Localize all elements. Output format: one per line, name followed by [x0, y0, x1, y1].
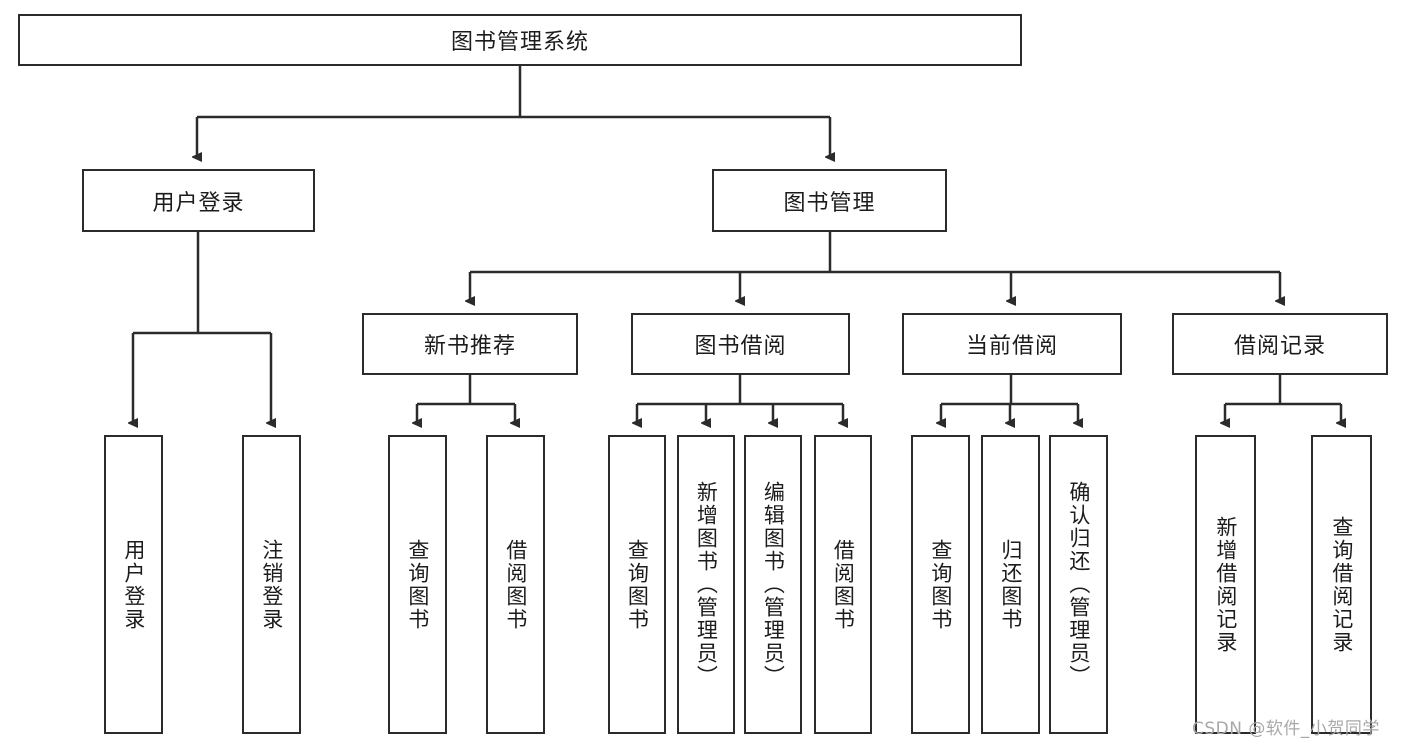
node-label: 借阅记录: [1233, 334, 1326, 359]
node-book-management[interactable]: 图书管理: [712, 169, 947, 232]
node-label: 注销登录: [259, 538, 284, 631]
node-label: 图书管理: [783, 190, 876, 216]
leaf-current-borrow-return[interactable]: 归还图书: [981, 435, 1040, 734]
leaf-book-borrow-edit[interactable]: 编辑图书（管理员）: [744, 435, 802, 734]
leaf-current-borrow-confirm-return[interactable]: 确认归还（管理员）: [1049, 435, 1108, 734]
leaf-user-login-signin[interactable]: 用户登录: [104, 435, 163, 734]
node-label: 借阅图书: [503, 538, 528, 631]
node-label: 用户登录: [121, 538, 146, 631]
node-label: 新增图书（管理员）: [694, 481, 719, 688]
node-label: 查询图书: [928, 538, 953, 631]
leaf-borrow-record-query[interactable]: 查询借阅记录: [1311, 435, 1372, 734]
node-label: 新增借阅记录: [1213, 515, 1238, 654]
node-label: 用户登录: [152, 190, 245, 216]
leaf-user-login-signout[interactable]: 注销登录: [242, 435, 301, 734]
node-label: 归还图书: [998, 538, 1023, 631]
node-book-borrow[interactable]: 图书借阅: [631, 313, 850, 375]
leaf-current-borrow-query[interactable]: 查询图书: [911, 435, 970, 734]
node-current-borrow[interactable]: 当前借阅: [902, 313, 1122, 375]
node-label: 确认归还（管理员）: [1066, 481, 1091, 688]
csdn-watermark: CSDN @软件_小贺同学: [1192, 719, 1380, 739]
node-label: 查询借阅记录: [1329, 515, 1354, 654]
node-label: 图书管理系统: [450, 30, 589, 55]
node-label: 编辑图书（管理员）: [761, 481, 786, 688]
leaf-book-borrow-borrow[interactable]: 借阅图书: [814, 435, 872, 734]
node-label: 图书借阅: [694, 334, 787, 359]
node-user-login[interactable]: 用户登录: [82, 169, 315, 232]
leaf-new-book-query[interactable]: 查询图书: [388, 435, 447, 734]
node-label: 查询图书: [405, 538, 430, 631]
leaf-book-borrow-add[interactable]: 新增图书（管理员）: [677, 435, 735, 734]
leaf-borrow-record-add[interactable]: 新增借阅记录: [1195, 435, 1256, 734]
node-label: 查询图书: [625, 538, 650, 631]
node-root-book-management-system[interactable]: 图书管理系统: [18, 14, 1022, 66]
node-label: 新书推荐: [423, 334, 516, 359]
node-borrow-record[interactable]: 借阅记录: [1172, 313, 1388, 375]
node-label: 当前借阅: [965, 334, 1058, 359]
node-label: 借阅图书: [831, 538, 856, 631]
leaf-new-book-borrow[interactable]: 借阅图书: [486, 435, 545, 734]
node-new-book-recommend[interactable]: 新书推荐: [362, 313, 578, 375]
leaf-book-borrow-query[interactable]: 查询图书: [608, 435, 666, 734]
